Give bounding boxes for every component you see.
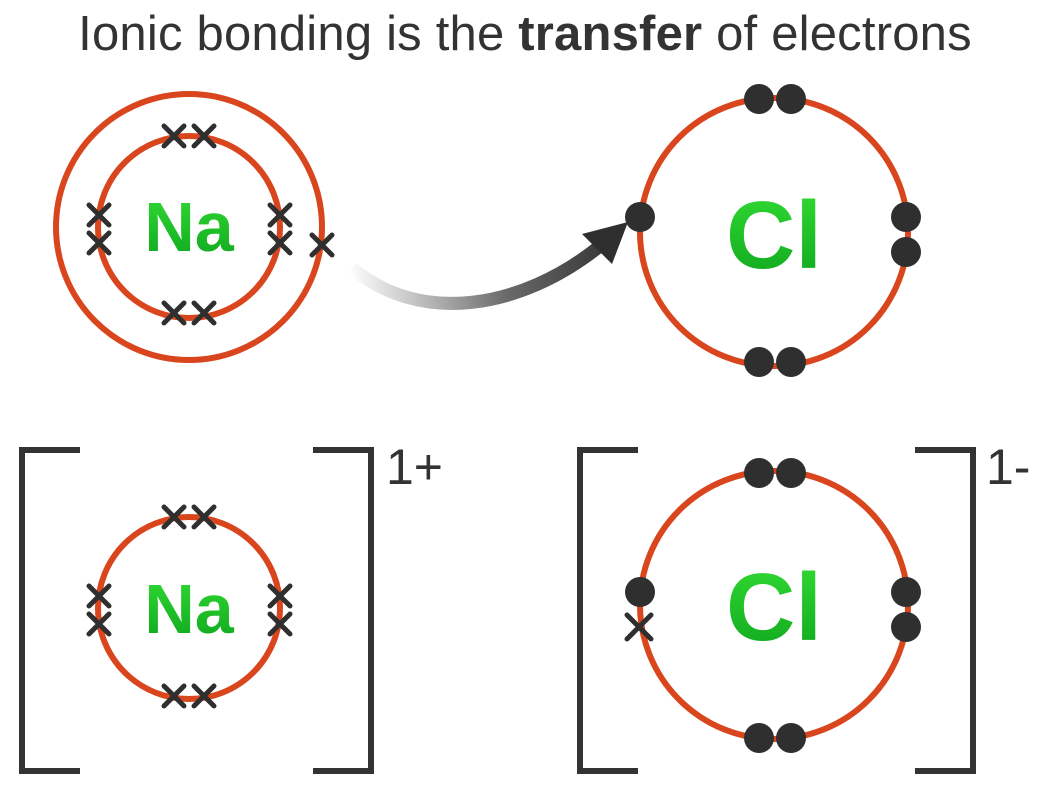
electron-cross xyxy=(267,230,293,256)
transfer-arrow xyxy=(347,222,628,310)
transferred-electron-cross xyxy=(624,612,654,642)
sodium-symbol: Na xyxy=(144,188,235,266)
right-bracket xyxy=(915,447,976,774)
electron-dot xyxy=(744,723,774,753)
electron-cross xyxy=(191,300,217,326)
electron-cross xyxy=(161,683,187,709)
sodium-ion-charge: 1+ xyxy=(386,439,443,495)
electron-dot xyxy=(744,458,774,488)
electron-dot xyxy=(776,723,806,753)
arrow-head xyxy=(582,222,628,264)
electron-dot xyxy=(625,577,655,607)
title-emphasis: transfer xyxy=(518,7,703,61)
electron-dot xyxy=(891,237,921,267)
sodium-ion-shell xyxy=(95,514,283,702)
electron-dot xyxy=(744,347,774,377)
sodium-outer-shell xyxy=(53,91,325,363)
electron-dot xyxy=(625,202,655,232)
sodium-electrons xyxy=(86,123,335,326)
chloride-ion: 1- Cl xyxy=(577,439,1030,774)
left-bracket xyxy=(577,447,638,774)
left-bracket xyxy=(19,447,80,774)
chlorine-electrons xyxy=(625,84,921,377)
electron-dot xyxy=(891,577,921,607)
electron-cross xyxy=(267,611,293,637)
chlorine-symbol: Cl xyxy=(726,182,822,289)
chlorine-atom: Cl xyxy=(625,84,921,377)
electron-dot xyxy=(776,347,806,377)
electron-dot xyxy=(776,458,806,488)
electron-dot xyxy=(744,84,774,114)
title-text-end: of electrons xyxy=(702,7,972,61)
electron-cross xyxy=(161,300,187,326)
electron-cross xyxy=(86,230,112,256)
electron-cross xyxy=(86,202,112,228)
valence-electron-cross xyxy=(309,232,335,258)
chloride-ion-electrons xyxy=(625,458,921,753)
chloride-ion-charge: 1- xyxy=(986,439,1030,495)
electron-dot xyxy=(776,84,806,114)
electron-cross xyxy=(267,583,293,609)
sodium-ion: 1+ Na xyxy=(19,439,443,774)
sodium-atom: Na xyxy=(53,91,335,363)
diagram-title: Ionic bonding is the transfer of electro… xyxy=(0,6,1050,62)
electron-dot xyxy=(891,202,921,232)
sodium-ion-symbol: Na xyxy=(144,570,235,648)
sodium-inner-shell xyxy=(95,133,283,321)
sodium-ion-electrons xyxy=(86,504,293,709)
electron-cross xyxy=(191,123,217,149)
title-text-start: Ionic bonding is the xyxy=(78,7,519,61)
electron-cross xyxy=(191,683,217,709)
electron-cross xyxy=(161,504,187,530)
electron-cross xyxy=(86,583,112,609)
electron-cross xyxy=(267,202,293,228)
arrow-shaft xyxy=(347,240,605,310)
right-bracket xyxy=(313,447,374,774)
electron-dot xyxy=(891,612,921,642)
chloride-ion-symbol: Cl xyxy=(726,554,822,661)
electron-cross xyxy=(191,504,217,530)
electron-cross xyxy=(86,611,112,637)
electron-cross xyxy=(161,123,187,149)
